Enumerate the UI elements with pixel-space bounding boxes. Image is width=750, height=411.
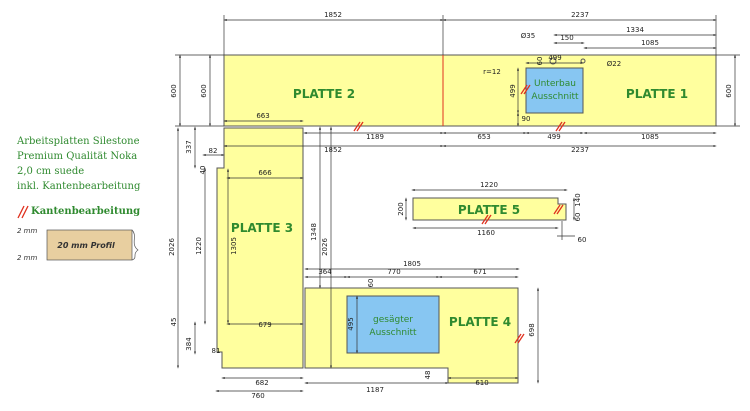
dim-600-right: 600 bbox=[725, 84, 733, 97]
dim-d22: Ø22 bbox=[607, 60, 621, 68]
plate-5-label: PLATTE 5 bbox=[458, 203, 520, 217]
dim-663: 663 bbox=[256, 112, 269, 120]
dimension-labels: 1852 2237 Ø35 1334 150 1085 60 Ø22 499 r… bbox=[168, 11, 733, 400]
dim-1220-p5: 1220 bbox=[480, 181, 498, 189]
dim-r12: r=12 bbox=[483, 68, 501, 76]
gesaegt-label-2: Ausschnitt bbox=[369, 328, 417, 338]
dim-499-upper: 499 bbox=[548, 54, 561, 62]
dim-770: 770 bbox=[387, 268, 400, 276]
dim-1305: 1305 bbox=[230, 237, 238, 255]
dim-666: 666 bbox=[258, 169, 272, 177]
legend-line-thickness: 2,0 cm suede bbox=[17, 166, 85, 177]
dim-495: 495 bbox=[347, 317, 355, 330]
dim-140: 140 bbox=[574, 193, 582, 206]
dim-1334: 1334 bbox=[626, 26, 644, 34]
legend-line-edges: inkl. Kantenbearbeitung bbox=[17, 181, 141, 192]
dim-60-p5a: 60 bbox=[574, 213, 582, 222]
dim-682: 682 bbox=[255, 379, 268, 387]
plate-5-shape bbox=[412, 197, 567, 221]
edge-mark-plate2 bbox=[353, 121, 364, 132]
dim-337: 337 bbox=[185, 140, 193, 153]
dim-1187: 1187 bbox=[366, 386, 384, 394]
profile-bottom-label: 2 mm bbox=[17, 254, 37, 262]
plate-4-label: PLATTE 4 bbox=[449, 315, 511, 329]
legend-line-quality: Premium Qualität Noka bbox=[17, 151, 138, 162]
edge-mark-legend bbox=[17, 205, 29, 219]
plate-3-shape bbox=[216, 127, 304, 369]
dim-200: 200 bbox=[397, 202, 405, 215]
dim-364: 364 bbox=[318, 268, 332, 276]
dim-1805: 1805 bbox=[403, 260, 421, 268]
dim-60-holes: 60 bbox=[536, 57, 544, 66]
dim-679: 679 bbox=[258, 321, 271, 329]
edge-mark-sink bbox=[520, 84, 531, 95]
dim-1852-lower: 1852 bbox=[324, 146, 342, 154]
dim-81: 81 bbox=[212, 347, 221, 355]
dim-2237-lower: 2237 bbox=[571, 146, 589, 154]
dim-384: 384 bbox=[185, 337, 193, 351]
edge-profile-sample: 20 mm Profil 2 mm 2 mm bbox=[17, 227, 139, 262]
dim-499-side: 499 bbox=[509, 84, 517, 97]
legend-edge-label: Kantenbearbeitung bbox=[31, 206, 141, 217]
dim-1160: 1160 bbox=[477, 229, 495, 237]
unterbau-label-2: Ausschnitt bbox=[531, 92, 579, 102]
dim-45: 45 bbox=[170, 318, 178, 327]
edge-mark-plate1-front bbox=[555, 121, 566, 132]
edge-mark-plate5-side bbox=[553, 204, 564, 215]
profile-top-label: 2 mm bbox=[17, 227, 37, 235]
profile-label: 20 mm Profil bbox=[57, 241, 115, 250]
plate-3-label: PLATTE 3 bbox=[231, 221, 293, 235]
legend-line-material: Arbeitsplatten Silestone bbox=[17, 136, 140, 147]
dim-1085-top: 1085 bbox=[641, 39, 659, 47]
dim-653: 653 bbox=[477, 133, 490, 141]
dim-698: 698 bbox=[528, 323, 536, 336]
dim-760: 760 bbox=[251, 392, 264, 400]
dim-671: 671 bbox=[473, 268, 486, 276]
dim-1852-top: 1852 bbox=[324, 11, 342, 19]
plate-2-shape bbox=[223, 54, 444, 127]
dim-60-p4: 60 bbox=[367, 279, 375, 288]
plate-1-label: PLATTE 1 bbox=[626, 87, 688, 101]
dim-90: 90 bbox=[522, 115, 531, 123]
dim-610: 610 bbox=[475, 379, 488, 387]
dim-499-lower: 499 bbox=[547, 133, 560, 141]
dim-2026-mid: 2026 bbox=[321, 238, 329, 256]
dim-2237-top: 2237 bbox=[571, 11, 589, 19]
dim-150: 150 bbox=[560, 34, 573, 42]
dim-600-left-b: 600 bbox=[200, 84, 208, 97]
plate-2-label: PLATTE 2 bbox=[293, 87, 355, 101]
dim-40: 40 bbox=[199, 166, 207, 175]
edge-mark-plate4 bbox=[514, 333, 525, 344]
gesaegt-label-1: gesägter bbox=[373, 315, 413, 325]
dim-600-left: 600 bbox=[170, 84, 178, 97]
dim-1348: 1348 bbox=[310, 223, 318, 241]
dim-d35: Ø35 bbox=[521, 32, 535, 40]
dim-1189: 1189 bbox=[366, 133, 384, 141]
dim-82: 82 bbox=[209, 147, 218, 155]
unterbau-label-1: Unterbau bbox=[534, 79, 576, 89]
sink-undermount-cutout bbox=[525, 67, 584, 114]
dim-1220-side: 1220 bbox=[195, 237, 203, 255]
sawn-cutout bbox=[346, 295, 440, 354]
dim-2026-left: 2026 bbox=[168, 238, 176, 256]
dim-1085-lower: 1085 bbox=[641, 133, 659, 141]
dim-48: 48 bbox=[424, 371, 432, 380]
dim-60-p5b: 60 bbox=[578, 236, 587, 244]
dimension-lines bbox=[175, 15, 740, 393]
edge-mark-plate5 bbox=[481, 214, 492, 225]
